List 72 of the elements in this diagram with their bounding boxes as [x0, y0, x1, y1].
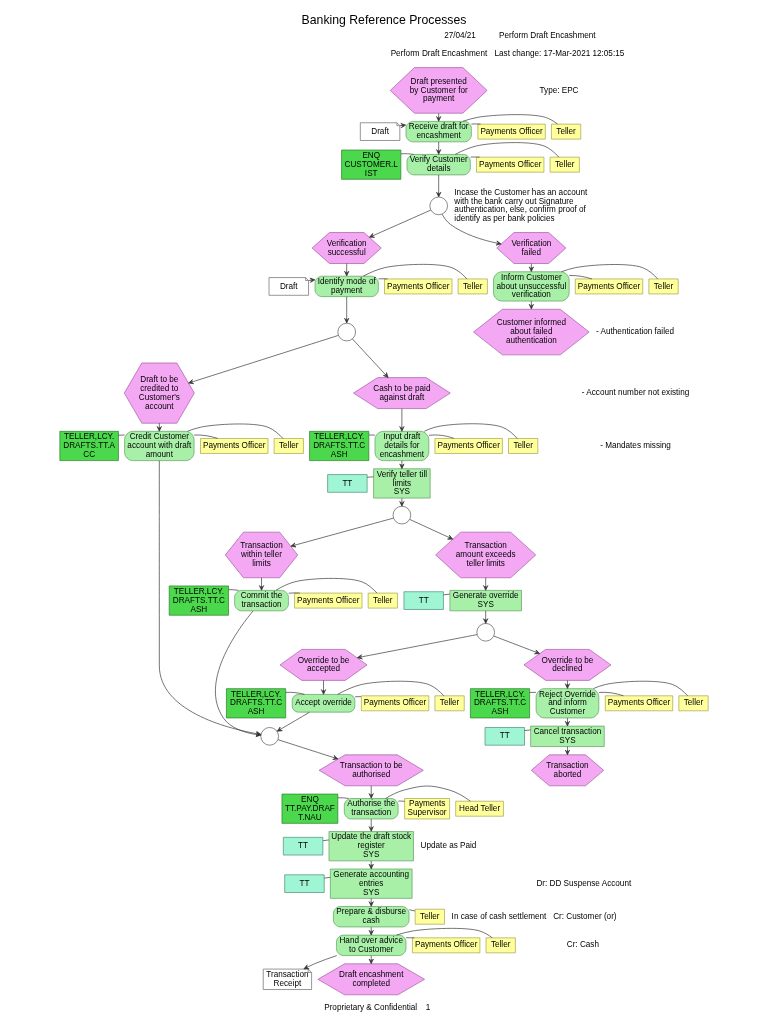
arrow	[356, 633, 478, 659]
node-circle	[429, 196, 448, 215]
connector	[396, 927, 493, 938]
arrow	[399, 459, 405, 469]
arrow	[483, 610, 489, 624]
arrow	[321, 679, 326, 695]
connector	[568, 274, 593, 279]
connector	[405, 936, 415, 938]
arrow	[368, 897, 374, 907]
connector	[385, 785, 471, 801]
node-circle	[337, 322, 356, 341]
arrow	[368, 926, 374, 935]
arrow	[409, 518, 454, 539]
connector	[193, 434, 218, 439]
arrow	[564, 717, 570, 726]
connector	[354, 695, 362, 697]
node-circle	[476, 622, 495, 641]
arrow	[493, 635, 541, 654]
connector	[337, 680, 445, 696]
arrow	[344, 262, 350, 276]
arrow	[344, 295, 350, 323]
arrow	[369, 209, 432, 238]
connector	[408, 908, 416, 911]
arrow	[290, 517, 394, 547]
connector	[561, 263, 658, 279]
connector	[443, 593, 451, 595]
arrow	[528, 300, 534, 309]
connector	[275, 577, 378, 593]
arrow	[259, 576, 264, 591]
arrow	[277, 738, 339, 760]
arrow	[528, 262, 534, 272]
connector	[428, 434, 455, 439]
connector	[529, 691, 537, 693]
connector	[454, 141, 560, 157]
node-circle	[260, 726, 279, 746]
arrow	[308, 277, 316, 283]
node-circle	[392, 505, 412, 524]
arrow	[368, 860, 374, 869]
arrow	[303, 954, 338, 969]
connector	[593, 680, 688, 696]
arrow	[368, 954, 374, 964]
connector	[400, 152, 414, 155]
connector	[424, 422, 518, 439]
diagram-title: Banking Reference Processes	[301, 12, 467, 27]
connector	[362, 263, 468, 279]
arrow	[436, 141, 442, 155]
arrow	[441, 213, 502, 245]
connector	[285, 691, 305, 695]
arrow	[188, 334, 339, 384]
arrow	[564, 679, 570, 689]
arrow	[483, 576, 489, 591]
arrow	[564, 745, 570, 755]
connector	[322, 839, 330, 841]
arrow	[399, 497, 405, 506]
arrow	[399, 122, 407, 128]
connector	[228, 588, 239, 591]
arrow	[368, 785, 374, 799]
connector	[366, 475, 374, 478]
connector	[524, 729, 531, 731]
connector	[598, 691, 624, 696]
arrow	[436, 112, 442, 122]
connector	[462, 113, 558, 124]
arrow	[156, 422, 162, 432]
connector	[337, 796, 349, 799]
arrow	[399, 407, 405, 432]
arrow	[368, 818, 374, 832]
connector	[323, 876, 331, 878]
arrow	[276, 711, 310, 732]
connector	[187, 423, 284, 439]
connector	[118, 434, 125, 436]
arrow	[352, 338, 389, 378]
arrow	[436, 174, 442, 197]
